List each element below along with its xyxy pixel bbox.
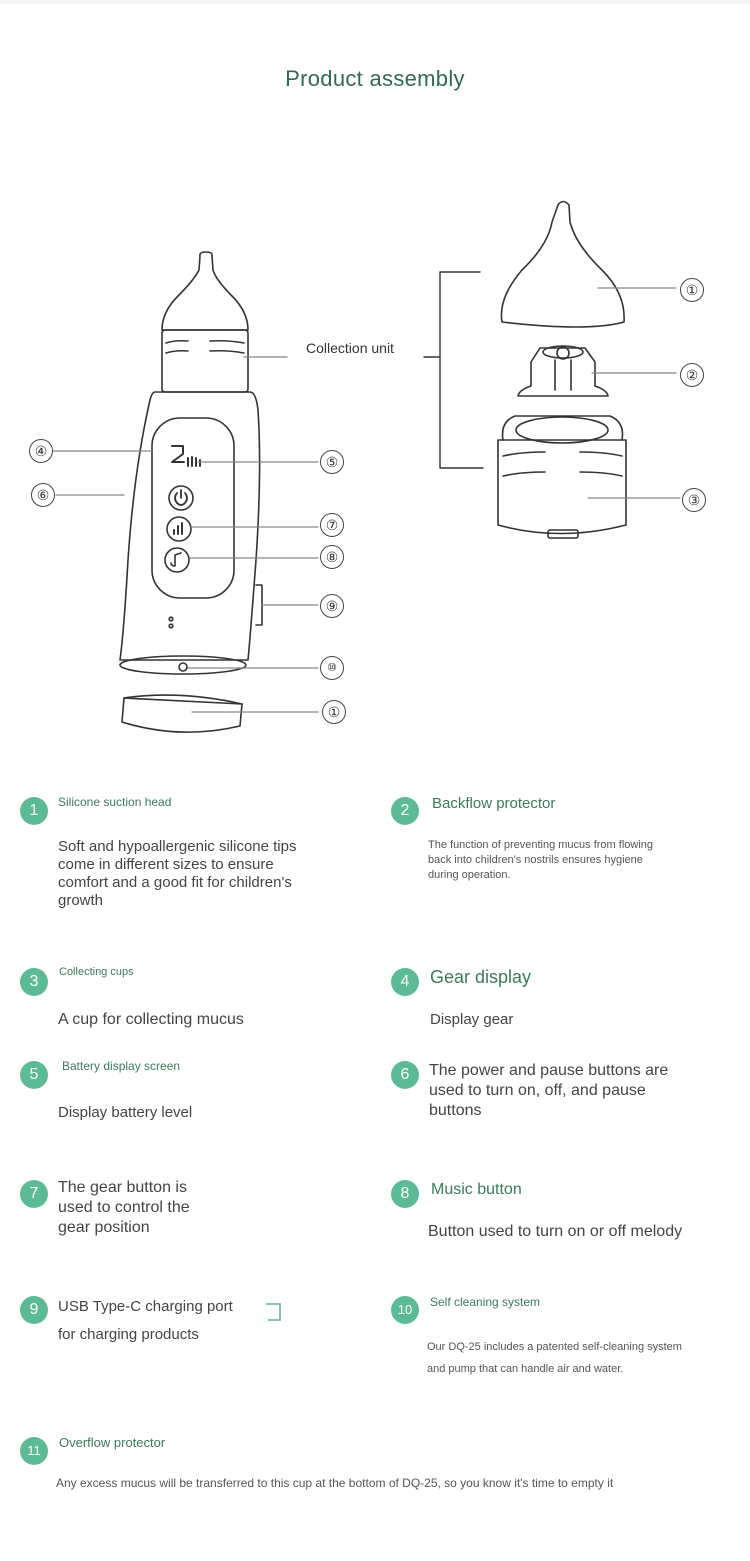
feature-badge-6: 6: [391, 1061, 419, 1089]
feature-body-8: Button used to turn on or off melody: [428, 1223, 683, 1240]
exploded-nozzle-outline: [500, 200, 625, 328]
feature-badge-10: 10: [391, 1296, 419, 1324]
usb-port-outline: [255, 584, 263, 626]
feature-badge-3: 3: [20, 968, 48, 996]
collection-unit-label: Collection unit: [306, 340, 394, 356]
feature-badge-1: 1: [20, 797, 48, 825]
feature-body-3: A cup for collecting mucus: [58, 1011, 244, 1028]
bottom-cap-outline: [121, 697, 243, 733]
callout-10: ⑩: [320, 656, 344, 680]
feature-title-1: Silicone suction head: [58, 795, 172, 809]
feature-title-2: Backflow protector: [432, 795, 556, 812]
feature-badge-7: 7: [20, 1180, 48, 1208]
callout-6: ⑥: [31, 483, 55, 507]
callout-3: ③: [682, 488, 706, 512]
callout-1: ①: [680, 278, 704, 302]
gear-button-outline: [166, 516, 192, 542]
feature-body-5: Display battery level: [58, 1104, 193, 1121]
backflow-protector-outline: [517, 347, 609, 397]
feature-body-10: Our DQ-25 includes a patented self-clean…: [427, 1341, 682, 1375]
feature-badge-2: 2: [391, 797, 419, 825]
feature-body-2: The function of preventing mucus from fl…: [428, 839, 654, 881]
feature-body-1: Soft and hypoallergenic silicone tips co…: [58, 838, 297, 909]
page-title: Product assembly: [285, 66, 465, 91]
top-divider: [0, 0, 750, 4]
feature-body-7: The gear button is used to control the g…: [58, 1179, 190, 1236]
usb-c-port-icon: [266, 1303, 281, 1321]
feature-title-8: Music button: [431, 1181, 522, 1198]
feature-body-9: for charging products: [58, 1326, 199, 1343]
nozzle-tip-outline: [161, 251, 249, 331]
callout-9: ⑨: [320, 594, 344, 618]
collecting-cup-outline: [497, 439, 627, 535]
callout-7: ⑦: [320, 513, 344, 537]
feature-title-10: Self cleaning system: [430, 1295, 541, 1309]
feature-body-4: Display gear: [430, 1011, 514, 1028]
power-button-outline: [168, 485, 194, 511]
feature-title-4: Gear display: [430, 967, 532, 987]
callout-4: ④: [29, 439, 53, 463]
body-outline: [119, 391, 261, 661]
callout-2: ②: [680, 363, 704, 387]
cup-rim-outline: [501, 415, 624, 441]
feature-title-5: Battery display screen: [62, 1059, 181, 1073]
feature-title-3: Collecting cups: [59, 966, 134, 978]
feature-badge-8: 8: [391, 1180, 419, 1208]
feature-title-9: USB Type-C charging port: [58, 1298, 233, 1315]
feature-badge-5: 5: [20, 1061, 48, 1089]
feature-title-11: Overflow protector: [59, 1435, 166, 1450]
callout-11: ①: [322, 700, 346, 724]
feature-badge-4: 4: [391, 968, 419, 996]
feature-body-6: The power and pause buttons are used to …: [429, 1062, 669, 1119]
callout-8: ⑧: [320, 545, 344, 569]
callout-5: ⑤: [320, 450, 344, 474]
feature-badge-11: 11: [20, 1437, 48, 1465]
nozzle-base-outline: [161, 329, 249, 393]
bottom-ring-outline: [119, 655, 247, 675]
feature-body-11: Any excess mucus will be transferred to …: [56, 1476, 614, 1490]
product-diagram: [51, 200, 681, 733]
music-button-outline: [164, 547, 190, 573]
control-panel-outline: [151, 417, 235, 599]
feature-badge-9: 9: [20, 1296, 48, 1324]
